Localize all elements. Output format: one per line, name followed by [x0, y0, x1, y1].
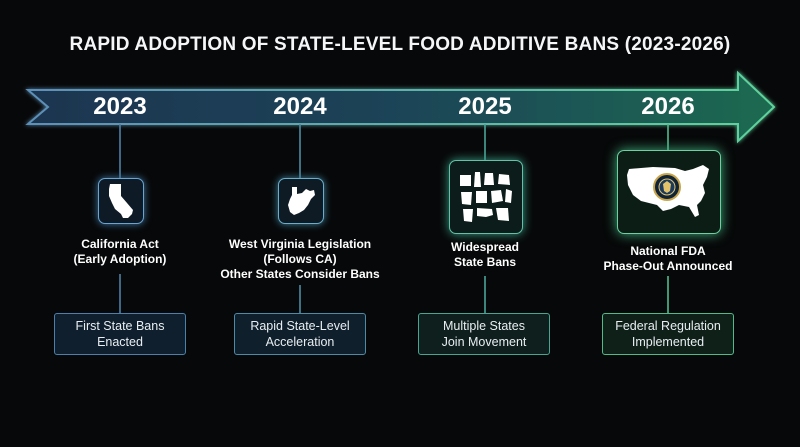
result-box-2023: First State Bans Enacted	[54, 313, 186, 355]
result-line: Implemented	[631, 335, 705, 349]
usa-map-with-seal-icon	[617, 150, 721, 234]
year-label-2024: 2024	[273, 93, 327, 120]
year-label-2026: 2026	[641, 93, 695, 120]
west-virginia-map-icon	[278, 178, 324, 224]
result-line: Multiple States	[443, 319, 525, 333]
event-line: (Follows CA)	[263, 252, 337, 266]
result-line: Federal Regulation	[615, 319, 721, 333]
event-line: Other States Consider Bans	[220, 267, 380, 281]
event-text-2025: Widespread State Bans	[385, 240, 585, 270]
event-line: National FDA	[630, 244, 706, 258]
result-line: Join Movement	[441, 335, 527, 349]
event-line: (Early Adoption)	[73, 252, 167, 266]
result-line: Acceleration	[265, 335, 335, 349]
event-text-2024: West Virginia Legislation (Follows CA) O…	[200, 237, 400, 282]
result-box-2024: Rapid State-Level Acceleration	[234, 313, 366, 355]
california-map-icon	[98, 178, 144, 224]
result-line: First State Bans	[75, 319, 165, 333]
event-line: Phase-Out Announced	[603, 259, 733, 273]
result-box-2026: Federal Regulation Implemented	[602, 313, 734, 355]
event-line: Widespread	[451, 240, 519, 254]
page-title: RAPID ADOPTION OF STATE-LEVEL FOOD ADDIT…	[69, 34, 731, 55]
event-line: California Act	[81, 237, 159, 251]
event-text-2026: National FDA Phase-Out Announced	[568, 244, 768, 274]
event-line: State Bans	[453, 255, 517, 269]
year-label-2025: 2025	[458, 93, 512, 120]
year-label-2023: 2023	[93, 93, 147, 120]
multiple-states-map-icon	[449, 160, 523, 234]
result-line: Enacted	[97, 335, 143, 349]
event-line: West Virginia Legislation	[228, 237, 372, 251]
result-box-2025: Multiple States Join Movement	[418, 313, 550, 355]
result-line: Rapid State-Level	[250, 319, 350, 333]
event-text-2023: California Act (Early Adoption)	[20, 237, 220, 267]
